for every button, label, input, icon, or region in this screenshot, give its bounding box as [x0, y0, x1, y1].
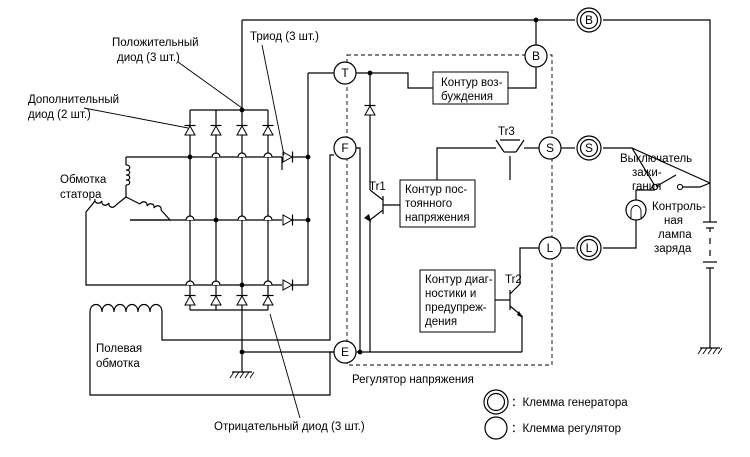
svg-text:S: S: [585, 141, 593, 155]
wire-crossings: [185, 152, 273, 288]
legend-generator-label: ：Клемма генератора: [511, 397, 628, 409]
extra-diode-label-line2: диод (2 шт.): [28, 109, 91, 121]
terminal-s-generator: S: [576, 135, 602, 161]
field-winding-label-line2: обмотка: [96, 358, 140, 370]
terminal-e: E: [333, 340, 357, 364]
b-to-battery-wire: [603, 19, 711, 183]
extra-diode-label-line1: Дополнительный: [28, 94, 119, 106]
negative-diode-1: [209, 294, 223, 306]
stator-winding: [85, 157, 172, 286]
rectifier-ground-icon: [229, 371, 255, 379]
leader-lines: [83, 44, 301, 419]
positive-diode-2: [235, 124, 249, 136]
svg-text:T: T: [341, 66, 349, 80]
terminal-l-regulator: L: [538, 236, 562, 260]
constant-voltage-box-line3: напряжения: [405, 212, 470, 224]
diagnostic-box-line3: предупреж-: [425, 302, 487, 314]
extra-diode-2: [183, 294, 197, 306]
triode-group: [282, 72, 334, 292]
excitation-box-line1: Контур воз-: [441, 77, 503, 89]
regulator-label: Регулятор напряжения: [352, 374, 474, 386]
svg-text:B: B: [532, 49, 540, 63]
diagnostic-box-line4: дения: [425, 316, 457, 328]
svg-text:F: F: [341, 141, 348, 155]
ignition-switch-icon: [631, 147, 711, 200]
svg-text:B: B: [585, 13, 593, 27]
diagnostic-box-line1: Контур диаг-: [425, 274, 493, 286]
diagnostic-box-line2: ностики и: [425, 288, 476, 300]
stator-label-line1: Обмотка: [60, 174, 107, 186]
legend-generator-terminal-icon: [483, 389, 509, 415]
excitation-box-line2: буждения: [441, 91, 493, 103]
field-winding-label-line1: Полевая: [96, 343, 142, 355]
tr1-label: Tr1: [369, 181, 386, 193]
charge-lamp-label-line3: лампа: [658, 229, 692, 241]
legend-regulator-terminal-icon: [484, 416, 508, 440]
terminal-b-regulator: B: [524, 44, 548, 68]
rectifier-bridge: [126, 20, 283, 372]
negative-diode-3: [261, 294, 275, 306]
extra-diode-1: [183, 124, 197, 136]
charge-lamp-label-line4: заряда: [654, 243, 692, 255]
positive-diode-3: [261, 124, 275, 136]
positive-diode-label-line1: Положительный: [112, 37, 199, 49]
svg-text:E: E: [341, 345, 349, 359]
tr2-label: Tr2: [505, 274, 522, 286]
ignition-switch-label-line1: Выключатель: [620, 153, 692, 165]
terminal-b-generator: B: [576, 7, 602, 33]
terminal-t: T: [333, 61, 357, 85]
svg-text:L: L: [547, 241, 554, 255]
svg-text:L: L: [586, 241, 593, 255]
negative-diode-2: [235, 294, 249, 306]
svg-text:S: S: [546, 141, 554, 155]
negative-diode-label: Отрицательный диод (3 шт.): [214, 421, 365, 433]
terminal-f: F: [333, 136, 357, 160]
triode-label: Триод (3 шт.): [250, 31, 319, 43]
terminal-s-regulator: S: [538, 136, 562, 160]
tr2-circuit: Контур диаг- ностики и предупреж- дения …: [419, 247, 539, 352]
terminal-l-generator: L: [576, 235, 602, 261]
positive-diode-1: [209, 124, 223, 136]
ignition-switch-label-line3: гания: [632, 181, 661, 193]
charge-lamp-label-line2: ная: [664, 215, 683, 227]
l-to-lamp-wire: [603, 220, 637, 249]
charge-lamp-icon: [625, 199, 647, 221]
tr3-circuit: Tr3: [436, 126, 539, 180]
regulator-enclosure: [346, 54, 553, 366]
tr1-circuit: Контур пос- тоянного напряжения Tr1: [356, 147, 476, 355]
constant-voltage-box-line2: тоянного: [405, 198, 452, 210]
positive-diode-label-line2: диод (3 шт.): [117, 52, 180, 64]
tr3-label: Tr3: [498, 126, 515, 138]
excitation-circuit: Контур воз- буждения: [356, 67, 537, 190]
stator-label-line2: статора: [60, 189, 102, 201]
legend-regulator-label: ：Клемма регулятор: [511, 423, 621, 435]
charge-lamp-label-line1: Контроль-: [652, 201, 706, 213]
ignition-switch-label-line2: зажи-: [632, 167, 662, 179]
constant-voltage-box-line1: Контур пос-: [405, 184, 467, 196]
battery-icon: [697, 183, 723, 355]
legend: ：Клемма генератора ：Клемма регулятор: [483, 389, 628, 440]
